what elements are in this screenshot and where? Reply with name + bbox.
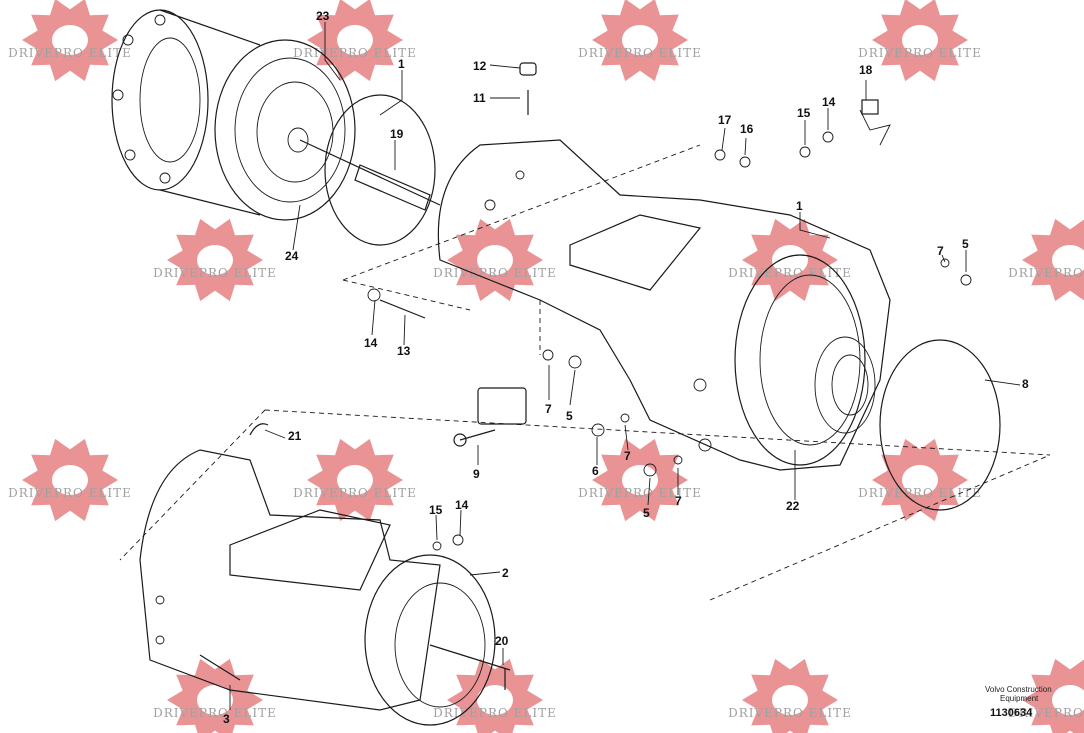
- callout-14b: 14: [455, 498, 469, 512]
- callout-10: 11: [473, 91, 486, 105]
- callout-7b: 7: [545, 402, 552, 416]
- leader-lines: [229, 22, 1021, 710]
- watermark-gear: DRIVEPRO ELITE: [153, 658, 277, 733]
- footer-brand-2: Equipment: [1000, 694, 1039, 703]
- callouts: 23 1 19 12 11 17 16 15 14 18 1 7 5 8 24 …: [223, 9, 1029, 726]
- watermark-gear: DRIVEPRO ELITE: [858, 438, 982, 522]
- callout-12: 13: [397, 344, 411, 358]
- callout-14a: 14: [822, 95, 836, 109]
- watermark-gear: DRIVEPRO ELITE: [293, 0, 417, 82]
- watermark-text: DRIVEPRO ELITE: [153, 266, 277, 280]
- watermark-gear: DRIVEPRO ELITE: [433, 658, 557, 733]
- callout-5b: 5: [566, 409, 573, 423]
- watermark-gear: DRIVEPRO ELITE: [1008, 658, 1084, 733]
- watermark-gear: DRIVEPRO ELITE: [858, 0, 982, 82]
- footer-code: 1130634: [990, 707, 1033, 719]
- watermark-text: DRIVEPRO ELITE: [858, 46, 982, 60]
- watermark-gear: DRIVEPRO ELITE: [578, 0, 702, 82]
- axle-housing: [437, 139, 891, 471]
- o-ring-part-3: [324, 94, 436, 246]
- watermark-text: DRIVEPRO ELITE: [433, 266, 557, 280]
- callout-15b: 15: [429, 503, 443, 517]
- watermark-gear: DRIVEPRO ELITE: [728, 218, 852, 302]
- watermark-text: DRIVEPRO ELITE: [293, 46, 417, 60]
- watermark-text: DRIVEPRO ELITE: [293, 486, 417, 500]
- o-ring-part-8: [879, 339, 1001, 511]
- watermark-text: DRIVEPRO ELITE: [728, 266, 852, 280]
- callout-15a: 15: [797, 106, 811, 120]
- watermark-gear: DRIVEPRO ELITE: [8, 0, 132, 82]
- callout-6: 6: [592, 464, 599, 478]
- callout-7c: 7: [624, 449, 631, 463]
- watermark-text: DRIVEPRO ELITE: [433, 706, 557, 720]
- callout-22: 23: [316, 9, 330, 23]
- watermark-gear: DRIVEPRO ELITE: [1008, 218, 1084, 302]
- callout-9: 9: [473, 467, 480, 481]
- callout-11: 12: [473, 59, 487, 73]
- callout-2: 2: [502, 566, 509, 580]
- watermark-layer: DRIVEPRO ELITE DRIVEPRO ELITE DRIVEPRO ELI…: [8, 0, 1084, 733]
- wheel-hub-assembly: [111, 9, 441, 221]
- watermark-gear: DRIVEPRO ELITE: [153, 218, 277, 302]
- watermark-text: DRIVEPRO ELITE: [578, 46, 702, 60]
- watermark-text: DRIVEPRO ELITE: [8, 486, 132, 500]
- callout-24: 24: [285, 249, 299, 263]
- callout-5a: 5: [962, 237, 969, 251]
- watermark-text: DRIVEPRO ELITE: [578, 486, 702, 500]
- callout-23: 22: [786, 499, 800, 513]
- callout-19: 19: [390, 127, 404, 141]
- small-parts: [199, 62, 972, 681]
- watermark-text: DRIVEPRO ELITE: [858, 486, 982, 500]
- callout-18: 18: [859, 63, 873, 77]
- callout-8: 8: [1022, 377, 1029, 391]
- callout-21: 21: [288, 429, 302, 443]
- callout-20: 20: [495, 634, 509, 648]
- watermark-text: DRIVEPRO ELITE: [153, 706, 277, 720]
- watermark-text: DRIVEPRO ELITE: [728, 706, 852, 720]
- watermark-gear: DRIVEPRO ELITE: [433, 218, 557, 302]
- footer-brand: Volvo Construction: [985, 685, 1052, 694]
- watermark-gear: DRIVEPRO ELITE: [728, 658, 852, 733]
- footer-block: Volvo Construction Equipment 1130634: [985, 685, 1052, 719]
- callout-16: 16: [740, 122, 754, 136]
- callout-5c: 5: [643, 506, 650, 520]
- callout-4: 3: [223, 712, 230, 726]
- watermark-text: DRIVEPRO ELITE: [1008, 706, 1084, 720]
- watermark-text: DRIVEPRO ELITE: [1008, 266, 1084, 280]
- watermark-text: DRIVEPRO ELITE: [8, 46, 132, 60]
- callout-13: 14: [364, 336, 378, 350]
- callout-7a: 7: [937, 244, 944, 258]
- callout-1: 1: [796, 199, 803, 213]
- callout-17: 17: [718, 113, 732, 127]
- callout-7d: 7: [675, 494, 682, 508]
- axle-tube: [139, 449, 511, 726]
- watermark-gear: DRIVEPRO ELITE: [293, 438, 417, 522]
- callout-3: 1: [398, 57, 405, 71]
- watermark-gear: DRIVEPRO ELITE: [8, 438, 132, 522]
